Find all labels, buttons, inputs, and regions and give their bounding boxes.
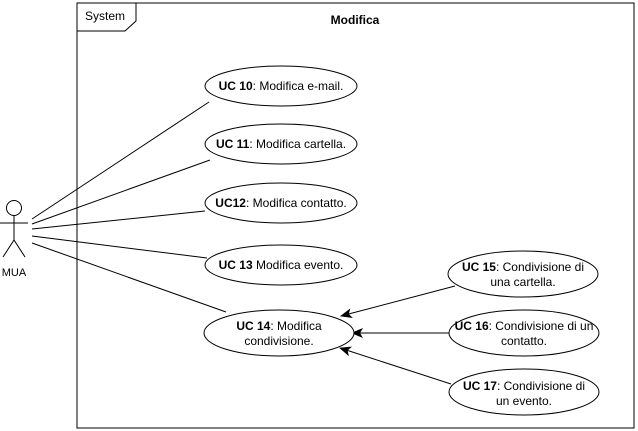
use-case-ellipse [204,182,358,224]
use-case-ellipse [204,244,358,286]
use-case-ellipse [204,123,358,165]
use-case-label: una cartella. [490,275,555,289]
use-case-label: UC 17: Condivisione di [463,379,585,393]
use-case-uc16[interactable]: UC 16: Condivisione di un contatto. [448,309,600,357]
associations [31,101,227,313]
use-case-ellipse [448,368,600,416]
use-case-label: UC 10: Modifica e-mail. [219,79,344,93]
dependencies [339,285,456,385]
diagram-title: Modifica [331,13,380,27]
association-uc14 [31,242,227,313]
use-case-ellipse [447,250,599,298]
actor-mua [0,200,28,258]
use-case-label: condivisione. [244,334,313,348]
use-case-label: un evento. [496,394,552,408]
actor-label: MUA [2,267,27,279]
system-label: System [85,9,125,23]
use-case-uc17[interactable]: UC 17: Condivisione di un evento. [448,368,600,416]
system-frame-tab [77,2,137,32]
actor-left-leg [2,239,15,258]
use-case-uc10[interactable]: UC 10: Modifica e-mail. [204,65,358,107]
use-case-label: UC 11: Modifica cartella. [216,137,346,151]
use-case-ellipse [448,309,600,357]
use-case-label: UC 13 Modifica evento. [219,258,344,272]
association-uc13 [31,235,208,259]
dependency-uc15-uc14 [340,285,456,319]
association-uc10 [31,101,210,220]
use-case-label: UC 15: Condivisione di [462,260,584,274]
use-case-uc11[interactable]: UC 11: Modifica cartella. [204,123,358,165]
association-uc11 [31,159,211,225]
actor-head [6,200,22,216]
use-case-uc13[interactable]: UC 13 Modifica evento. [204,244,358,286]
use-case-label: UC12: Modifica contatto. [215,196,346,210]
use-case-label: contatto. [501,334,547,348]
use-case-ellipse [203,309,355,357]
use-case-uc14[interactable]: UC 14: Modifica condivisione. [203,309,355,357]
system-boundary [76,2,635,429]
use-case-uc15[interactable]: UC 15: Condivisione di una cartella. [447,250,599,298]
actor-right-leg [13,239,26,258]
use-case-label: UC 16: Condivisione di un [455,319,594,333]
use-case-ellipse [204,65,358,107]
use-case-uc12[interactable]: UC12: Modifica contatto. [204,182,358,224]
use-case-label: UC 14: Modifica [236,319,322,333]
dependency-uc17-uc14 [339,346,452,385]
association-uc12 [31,210,206,230]
